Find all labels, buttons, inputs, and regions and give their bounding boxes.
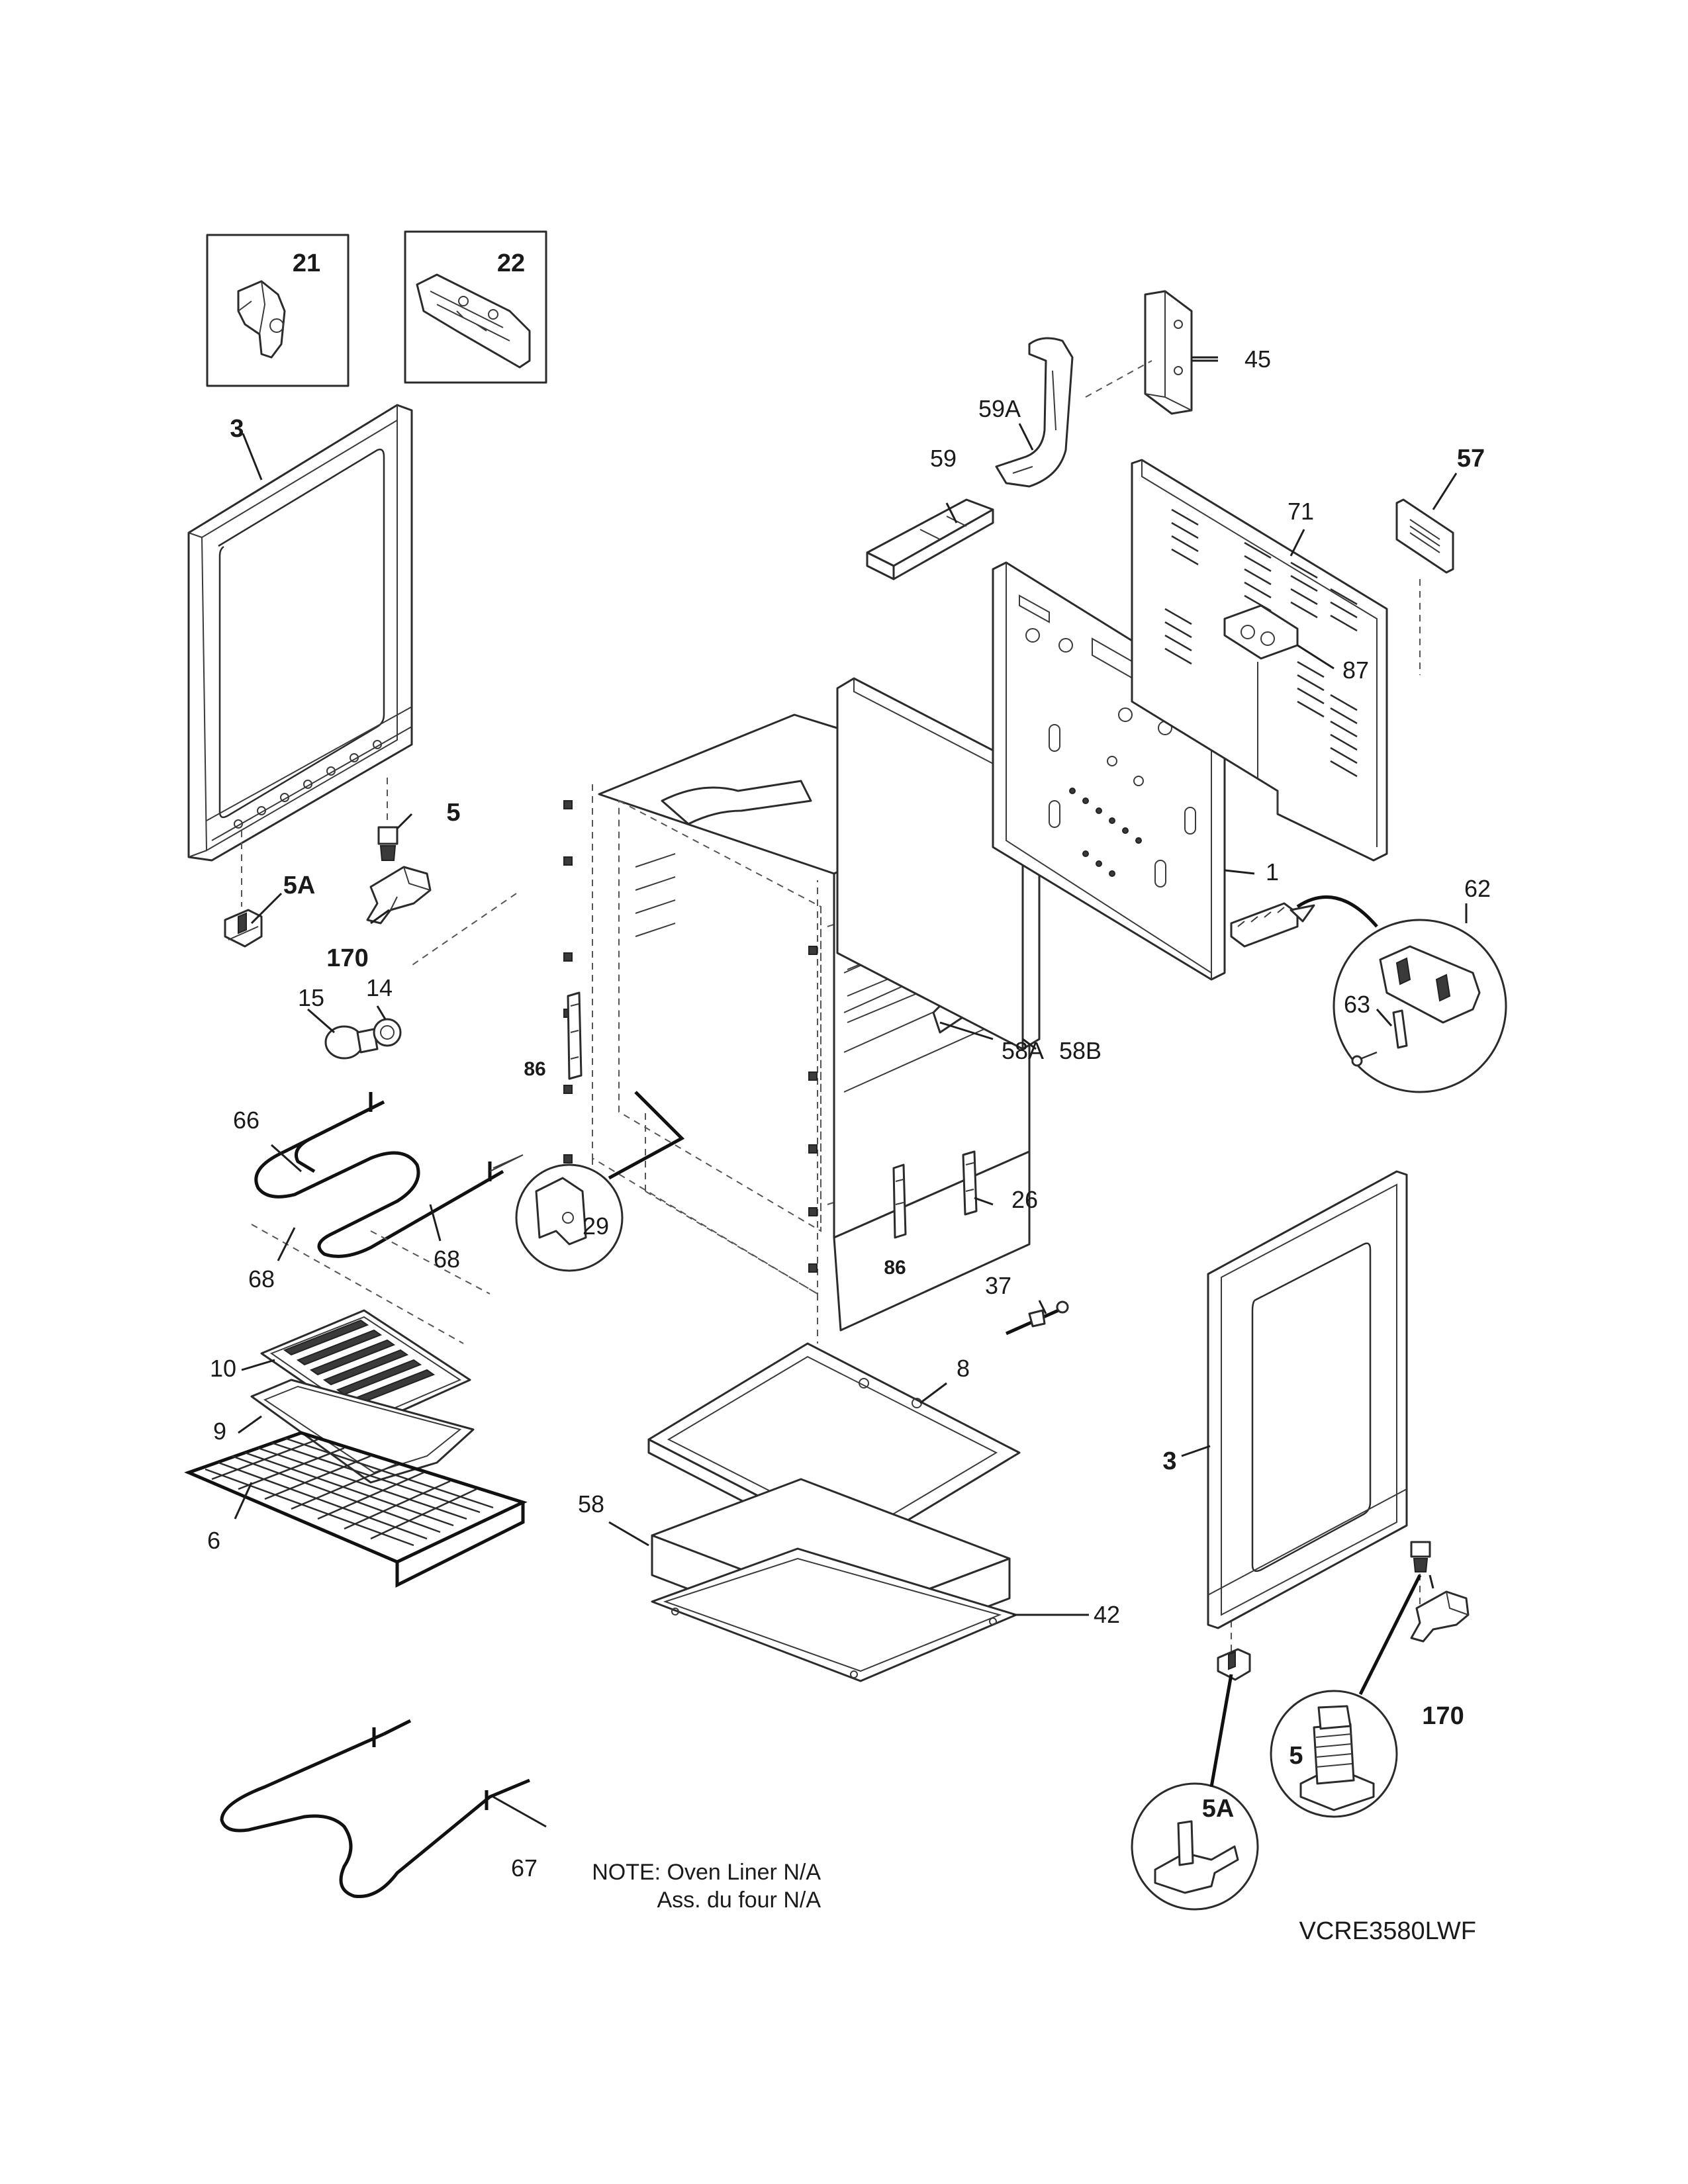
note-line-2: Ass. du four N/A (657, 1888, 821, 1913)
leveler-bracket-5a-left (224, 909, 263, 948)
label-9: 9 (213, 1418, 226, 1445)
label-3-right: 3 (1162, 1447, 1176, 1475)
detail-circle-62 (1333, 919, 1507, 1093)
anti-tip-bracket-170-right (1410, 1590, 1470, 1643)
light-socket-14 (373, 1018, 402, 1047)
inset-box-21 (206, 234, 350, 387)
label-42: 42 (1094, 1601, 1120, 1628)
label-58: 58 (578, 1490, 604, 1518)
label-170-left: 170 (326, 944, 368, 972)
label-14: 14 (366, 974, 393, 1001)
leader-lines (234, 359, 1468, 1828)
broil-pan-9 (250, 1379, 475, 1484)
detail-circle-5-right (1270, 1574, 1422, 1818)
rack-bracket-86-right (892, 1163, 907, 1239)
label-1: 1 (1266, 858, 1279, 886)
label-67: 67 (511, 1854, 538, 1882)
leveler-5-right (1410, 1541, 1431, 1572)
oven-light-bulb-15 (324, 1025, 379, 1060)
label-37: 37 (985, 1272, 1011, 1299)
label-86-left: 86 (524, 1058, 545, 1080)
duct-59 (866, 498, 994, 580)
label-57: 57 (1457, 445, 1485, 473)
label-45: 45 (1244, 345, 1271, 373)
anti-tip-bracket-170-left (366, 866, 432, 925)
label-21: 21 (293, 250, 320, 277)
label-170-right: 170 (1422, 1702, 1464, 1730)
alignment-dash-light (410, 893, 517, 967)
duct-59a (995, 337, 1074, 488)
model-number: VCRE3580LWF (1299, 1917, 1476, 1945)
label-5a-right: 5A (1202, 1795, 1235, 1823)
label-15: 15 (298, 984, 324, 1011)
label-59: 59 (930, 445, 957, 472)
bracket-45 (1144, 290, 1218, 415)
label-58b: 58B (1059, 1037, 1102, 1064)
label-8: 8 (957, 1355, 970, 1382)
note-line-1: NOTE: Oven Liner N/A (592, 1860, 821, 1885)
label-59a: 59A (978, 395, 1021, 422)
label-29: 29 (583, 1212, 609, 1240)
rear-cover-71 (1131, 459, 1388, 862)
label-58a: 58A (1002, 1037, 1044, 1064)
label-6: 6 (207, 1527, 220, 1554)
label-66: 66 (233, 1107, 259, 1134)
label-26: 26 (1011, 1186, 1038, 1213)
rack-bracket-86-left (567, 991, 583, 1080)
cover-plate-57 (1395, 498, 1454, 675)
part-labels: 21 22 3 45 59A 59 57 71 87 5 5A 170 15 1… (207, 250, 1491, 1882)
broil-element-66 (254, 1092, 524, 1258)
inset-box-22 (404, 230, 547, 384)
rack-bracket-26 (962, 1150, 978, 1216)
leveler-5-left (377, 826, 399, 861)
left-side-panel (187, 404, 413, 862)
label-87: 87 (1342, 657, 1369, 684)
label-22: 22 (497, 250, 525, 277)
label-5a-left: 5A (283, 872, 316, 899)
alignment-dash-45 (1085, 360, 1152, 398)
label-3-left: 3 (230, 415, 244, 443)
label-5-right: 5 (1289, 1742, 1303, 1770)
terminal-block-62 (1230, 895, 1378, 948)
label-71: 71 (1288, 498, 1314, 525)
label-62: 62 (1464, 875, 1491, 902)
leveler-bracket-5a-right (1217, 1648, 1251, 1681)
right-side-panel (1207, 1170, 1408, 1629)
label-86-right: 86 (884, 1257, 906, 1279)
label-63: 63 (1344, 991, 1370, 1018)
label-10: 10 (210, 1355, 236, 1382)
bake-element-67 (220, 1719, 530, 1899)
detail-circle-29 (515, 1091, 685, 1272)
label-68-right: 68 (434, 1246, 460, 1273)
temp-sensor-37 (1005, 1300, 1069, 1336)
label-68-left: 68 (248, 1265, 275, 1293)
oven-rack-6 (184, 1431, 528, 1588)
detail-circle-5a-right (1131, 1674, 1259, 1911)
label-5-left: 5 (446, 799, 460, 827)
